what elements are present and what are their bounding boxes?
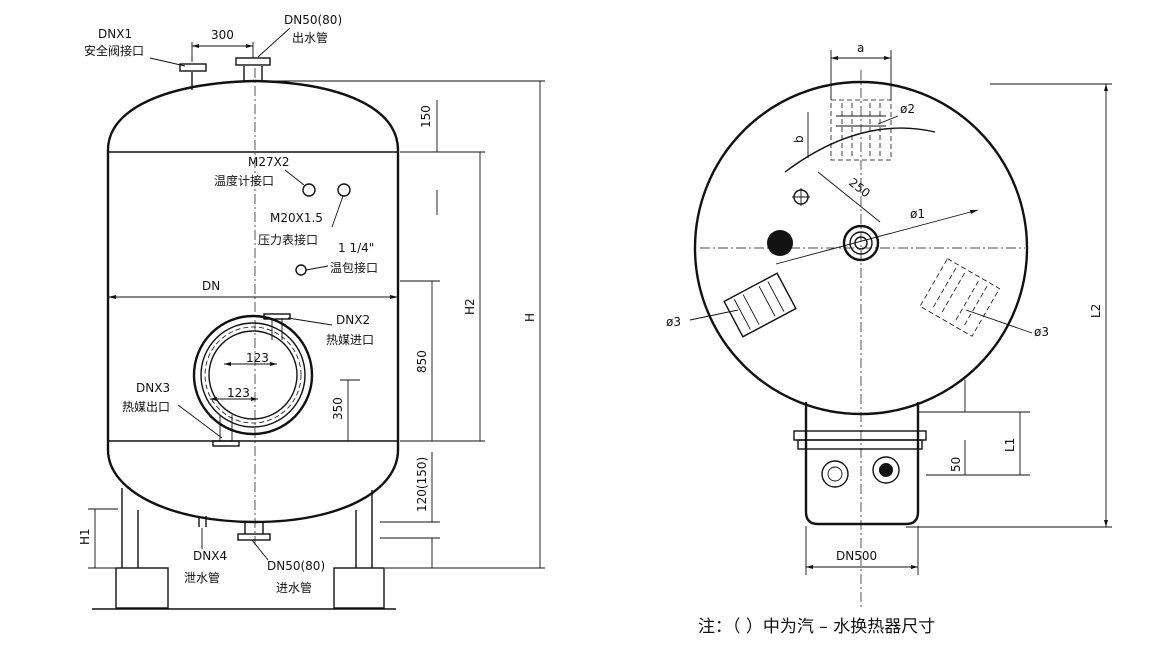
heat-inlet-name-label: 热媒进口 (326, 333, 374, 347)
pressure-thread-label: M20X1.5 (270, 211, 323, 225)
diameter-label: DN (202, 279, 220, 293)
front-view: 300 DNX1 安全阀接口 DN50(80) 出水管 M27X2 温度计接口 … (78, 13, 545, 610)
dia1-label: ø1 (910, 207, 925, 221)
top-plate (830, 99, 892, 161)
bulb-port (295, 264, 307, 276)
bulb-size-label: 1 1/4" (338, 241, 374, 255)
right-dimension-lines (88, 80, 545, 569)
dia2-label: ø2 (900, 102, 915, 116)
dim-l1-label: L1 (1003, 438, 1017, 452)
black-port (767, 230, 793, 256)
d120-label: 120(150) (415, 457, 429, 512)
relief-valve-nozzle (179, 63, 207, 90)
h1-label: H1 (78, 528, 92, 545)
dim-250-label: 250 (846, 175, 873, 200)
outlet-nozzle (235, 57, 271, 82)
outlet-size-label: DN50(80) (284, 13, 342, 27)
dim-b-label: b (792, 135, 806, 143)
right-plate (919, 258, 1001, 337)
relief-valve-size-label: DNX1 (98, 27, 132, 41)
leg-left (115, 488, 169, 609)
drain-size-label: DNX4 (193, 549, 227, 563)
d350-label: 350 (331, 397, 345, 420)
pitch-upper-label: 123 (246, 351, 269, 365)
heat-outlet-size-label: DNX3 (136, 381, 170, 395)
dia3-right-label: ø3 (1034, 325, 1049, 339)
pressure-port (337, 183, 351, 197)
heat-inlet-size-label: DNX2 (336, 313, 370, 327)
outlet-name-label: 出水管 (292, 30, 328, 45)
dim-a-label: a (857, 41, 864, 55)
spacing-300-label: 300 (211, 28, 234, 42)
dim-l2-label: L2 (1089, 304, 1103, 318)
head-150-label: 150 (419, 105, 433, 128)
left-plate (723, 272, 797, 338)
heat-outlet-name-label: 热媒出口 (122, 400, 170, 414)
dn500-label: DN500 (836, 549, 877, 563)
relief-valve-name-label: 安全阀接口 (84, 43, 144, 58)
coil-flange (192, 314, 314, 436)
dim-50-label: 50 (949, 457, 963, 472)
h2-label: H2 (463, 298, 477, 315)
vessel-outline (106, 79, 400, 524)
thermometer-name-label: 温度计接口 (214, 173, 274, 188)
inlet-nozzle (237, 522, 271, 541)
inlet-name-label: 进水管 (276, 580, 312, 595)
bulb-name-label: 温包接口 (330, 260, 378, 275)
footnote: 注：（ ）中为汽 – 水换热器尺寸 (698, 617, 935, 637)
thermometer-port (302, 183, 316, 197)
dia3-left-label: ø3 (666, 315, 681, 329)
inlet-size-label: DN50(80) (267, 559, 325, 573)
h-total-label: H (523, 313, 537, 322)
thermometer-thread-label: M27X2 (248, 155, 289, 169)
small-port-left (792, 188, 810, 206)
side-view: a b ø2 250 ø1 ø3 ø3 (666, 41, 1112, 610)
drain-name-label: 泄水管 (184, 570, 220, 585)
pitch-lower-label: 123 (227, 386, 250, 400)
pressure-name-label: 压力表接口 (258, 232, 318, 247)
inlet-leg (793, 402, 927, 526)
d850-label: 850 (415, 350, 429, 373)
leg-right (333, 490, 385, 609)
drain-nozzle (198, 516, 207, 527)
